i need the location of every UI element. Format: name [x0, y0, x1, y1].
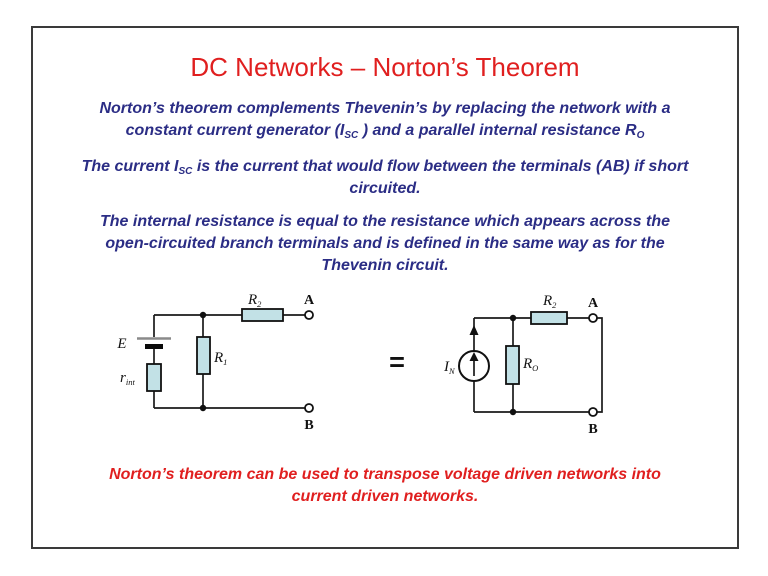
in-label: IN — [443, 359, 456, 376]
equals-sign: = — [389, 347, 405, 377]
junction-dot-bottom — [199, 404, 207, 412]
ro-line-3: Thevenin circuit. — [33, 255, 737, 277]
emf-label: E — [116, 336, 126, 352]
sc-line-2-text: circuited. — [349, 180, 421, 197]
resistor-r1 — [196, 336, 211, 375]
ro-line-2-text: open-circuited branch terminals and is d… — [105, 235, 665, 252]
r2-label-right-sub: 2 — [552, 300, 557, 310]
ro-subscript: O — [636, 130, 645, 141]
intro-line-2-text-b: ) and a parallel internal resistance R — [358, 122, 637, 139]
in-label-main: I — [443, 359, 450, 375]
intro-line-1-text: Norton’s theorem complements Thevenin’s … — [99, 100, 671, 117]
sc-line-1: The current ISC is the current that woul… — [33, 156, 737, 178]
resistor-r2 — [241, 308, 284, 322]
ro-line-1: The internal resistance is equal to the … — [33, 211, 737, 233]
terminal-b-node — [304, 403, 314, 413]
sc-line-2: circuited. — [33, 178, 737, 200]
r2-label-left-main: R — [247, 292, 257, 308]
internal-resistance-paragraph: The internal resistance is equal to the … — [33, 211, 737, 277]
r1-label-sub: 1 — [223, 357, 227, 367]
r2-label-right-main: R — [542, 293, 552, 309]
conclusion-line-2-text: current driven networks. — [291, 488, 479, 505]
short-circuit-paragraph: The current ISC is the current that woul… — [33, 156, 737, 200]
sc-line-1-text-b: is the current that would flow between t… — [192, 158, 689, 175]
sc-line-1-text-a: The current I — [81, 158, 179, 175]
conclusion-line-2: current driven networks. — [33, 486, 737, 508]
intro-paragraph: Norton’s theorem complements Thevenin’s … — [33, 98, 737, 142]
resistor-r2 — [530, 311, 568, 325]
r1-label-main: R — [213, 350, 223, 366]
in-label-sub: N — [448, 366, 456, 376]
voltage-source-circuit-diagram: E rint R1 R2 A B — [116, 292, 315, 433]
r1-label: R1 — [213, 350, 227, 367]
short-circuit-wire — [593, 317, 603, 413]
terminal-a-label: A — [304, 293, 315, 308]
isc-subscript: SC — [344, 130, 359, 141]
junction-dot-top — [509, 314, 517, 322]
junction-dot-bottom — [509, 408, 517, 416]
rint-label-main: r — [120, 370, 126, 386]
junction-dot-top — [199, 311, 207, 319]
resistor-ro — [505, 345, 520, 385]
resistor-rint — [146, 363, 162, 392]
ro-label-main: R — [522, 356, 532, 372]
ro-label: RO — [522, 356, 538, 373]
ro-line-1-text: The internal resistance is equal to the … — [100, 213, 670, 230]
isc-subscript-2: SC — [178, 166, 193, 177]
ro-line-2: open-circuited branch terminals and is d… — [33, 233, 737, 255]
terminal-a-node — [304, 310, 314, 320]
r2-label-left: R2 — [247, 292, 262, 309]
conclusion-paragraph: Norton’s theorem can be used to transpos… — [33, 464, 737, 508]
current-source-arrowhead — [469, 352, 479, 361]
current-direction-arrowhead — [469, 325, 479, 335]
r2-label-left-sub: 2 — [257, 299, 262, 309]
slide-title: DC Networks – Norton’s Theorem — [190, 52, 580, 82]
rint-label: rint — [120, 370, 135, 387]
conclusion-line-1: Norton’s theorem can be used to transpos… — [33, 464, 737, 486]
terminal-a-label: A — [588, 296, 599, 311]
conclusion-line-1-text: Norton’s theorem can be used to transpos… — [109, 466, 661, 483]
terminal-b-node — [588, 407, 598, 417]
norton-equivalent-circuit-diagram: IN RO R2 A B — [443, 293, 603, 437]
intro-line-2-text-a: constant current generator (I — [125, 122, 345, 139]
terminal-a-node — [588, 313, 598, 323]
slide-frame: DC Networks – Norton’s Theorem Norton’s … — [31, 26, 739, 549]
ro-line-3-text: Thevenin circuit. — [321, 257, 449, 274]
ro-label-sub: O — [532, 363, 538, 373]
terminal-b-label: B — [588, 422, 597, 437]
intro-line-2: constant current generator (ISC ) and a … — [33, 120, 737, 142]
intro-line-1: Norton’s theorem complements Thevenin’s … — [33, 98, 737, 120]
rint-label-sub: int — [126, 377, 136, 387]
terminal-b-label: B — [304, 418, 313, 433]
r2-label-right: R2 — [542, 293, 557, 310]
